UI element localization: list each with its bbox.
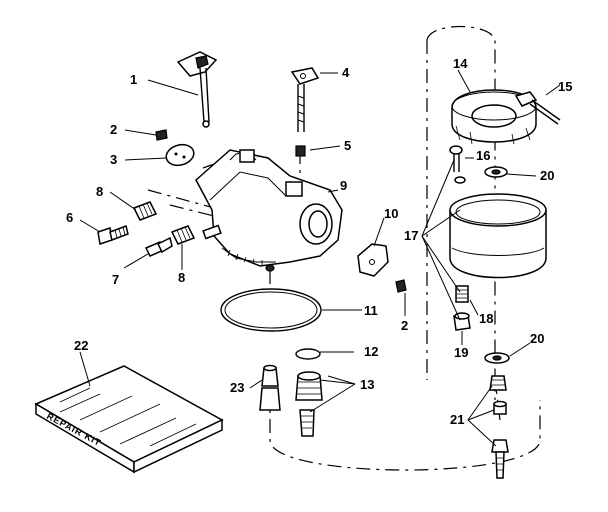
callout-8-upper: 8 [96, 184, 103, 199]
callout-11: 11 [364, 303, 378, 318]
part-spring-upper [132, 201, 158, 221]
part-bowl-gasket [220, 288, 322, 332]
part-washer-upper [484, 166, 508, 178]
part-carburetor-body [195, 149, 343, 272]
callout-13: 13 [360, 377, 374, 392]
float-bowl-outline [269, 25, 541, 471]
part-choke-shaft [290, 67, 320, 132]
callout-20-lower: 20 [530, 331, 544, 346]
part-inlet-plate [357, 243, 389, 277]
part-screw-lower [395, 279, 407, 293]
part-spring-lower [170, 225, 196, 245]
callout-6: 6 [66, 210, 73, 225]
callout-7: 7 [112, 272, 119, 287]
callout-16: 16 [476, 148, 490, 163]
part-mixture-screw-lower [144, 236, 173, 257]
callout-15: 15 [558, 79, 572, 94]
callout-20-upper: 20 [540, 168, 554, 183]
callout-labels: 1 2 3 4 5 6 7 8 8 9 10 11 2 12 13 14 15 … [66, 56, 572, 427]
part-o-ring [295, 348, 321, 360]
callout-18: 18 [479, 311, 493, 326]
callout-3: 3 [110, 152, 117, 167]
part-spring [295, 145, 306, 157]
part-washer-lower [484, 352, 510, 364]
part-bowl-nut [453, 312, 471, 331]
callout-5: 5 [344, 138, 351, 153]
callout-2-lower: 2 [401, 318, 408, 333]
part-float [451, 89, 537, 145]
callout-17: 17 [404, 228, 418, 243]
part-throttle-plate [165, 143, 195, 167]
callout-9: 9 [340, 178, 347, 193]
callout-2-upper: 2 [110, 122, 117, 137]
callout-12: 12 [364, 344, 378, 359]
callout-8-lower: 8 [178, 270, 185, 285]
part-throttle-shaft [176, 51, 218, 128]
part-bowl-screw [449, 145, 466, 184]
callout-21: 21 [450, 412, 464, 427]
callout-19: 19 [454, 345, 468, 360]
callout-14: 14 [453, 56, 468, 71]
part-float-pin [514, 91, 561, 125]
part-repair-kit-box: REPAIR KIT [34, 365, 224, 474]
callout-4: 4 [342, 65, 350, 80]
part-main-jet [295, 371, 323, 437]
callout-10: 10 [384, 206, 398, 221]
callout-22: 22 [74, 338, 88, 353]
part-drain-screws [489, 375, 509, 479]
callout-23: 23 [230, 380, 244, 395]
leader-lines [79, 69, 561, 447]
callout-1: 1 [130, 72, 137, 87]
part-idle-mixture-screw [97, 225, 129, 245]
part-float-bowl [449, 193, 547, 279]
part-screw-upper [155, 129, 168, 141]
part-seat-fitting [259, 364, 281, 411]
